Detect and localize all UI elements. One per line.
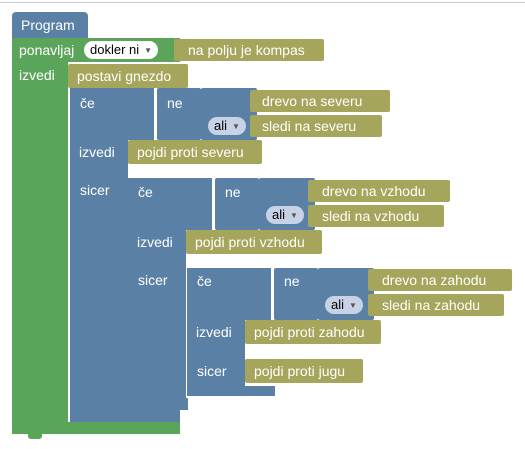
go-west-block[interactable]: pojdi proti zahodu	[245, 320, 381, 344]
chevron-down-icon: ▼	[232, 122, 240, 131]
or-west-value: ali	[331, 297, 345, 312]
if-east-bottom	[128, 398, 188, 410]
tree-east-text: drevo na vzhodu	[322, 183, 426, 199]
not-block-north[interactable]	[157, 88, 201, 140]
trail-west-text: sledi na zahodu	[382, 297, 481, 313]
if-block-east[interactable]	[128, 178, 212, 230]
program-block[interactable]: Program	[12, 12, 88, 38]
if-block-north[interactable]	[70, 88, 154, 140]
repeat-mode-dropdown[interactable]: dokler ni ▼	[84, 41, 159, 59]
trail-east-condition[interactable]: sledi na vzhodu	[308, 205, 444, 227]
if-east-else-label: sicer	[138, 272, 168, 288]
chevron-down-icon: ▼	[290, 211, 298, 220]
program-label: Program	[21, 17, 75, 33]
condition-has-compass[interactable]: na polju je kompas	[174, 39, 324, 61]
not-block-east[interactable]	[215, 178, 259, 230]
go-south-block[interactable]: pojdi proti jugu	[245, 359, 363, 383]
tree-north-text: drevo na severu	[262, 93, 363, 109]
set-nest-block[interactable]: postavi gnezdo	[68, 64, 188, 88]
or-north-value: ali	[214, 118, 228, 133]
if-west-bottom	[187, 386, 275, 396]
trail-north-condition[interactable]: sledi na severu	[250, 115, 382, 137]
if-north-if-label: če	[80, 95, 95, 111]
or-east-value: ali	[272, 207, 286, 222]
if-west-arm	[187, 320, 245, 386]
go-south-label: pojdi proti jugu	[254, 363, 346, 379]
if-north-do-label: izvedi	[79, 144, 115, 160]
not-west-label: ne	[284, 273, 300, 289]
not-east-label: ne	[225, 184, 241, 200]
not-north-label: ne	[167, 95, 183, 111]
if-east-do-label: izvedi	[137, 234, 173, 250]
go-north-label: pojdi proti severu	[137, 144, 244, 160]
not-block-west[interactable]	[274, 268, 318, 320]
if-block-west[interactable]	[187, 268, 271, 320]
repeat-label: ponavljaj	[19, 42, 75, 58]
set-nest-label: postavi gnezdo	[77, 68, 172, 84]
if-east-arm	[128, 230, 186, 398]
or-east-dropdown[interactable]: ali ▼	[266, 206, 304, 224]
trail-west-condition[interactable]: sledi na zahodu	[368, 294, 504, 316]
tree-west-condition[interactable]: drevo na zahodu	[368, 269, 512, 291]
go-west-label: pojdi proti zahodu	[254, 324, 365, 340]
if-north-arm	[70, 140, 128, 410]
loop-do-label: izvedi	[19, 67, 55, 83]
tree-west-text: drevo na zahodu	[382, 272, 487, 288]
if-west-else-label: sicer	[197, 363, 227, 379]
or-west-dropdown[interactable]: ali ▼	[325, 296, 363, 314]
tree-east-condition[interactable]: drevo na vzhodu	[308, 180, 450, 202]
go-east-block[interactable]: pojdi proti vzhodu	[186, 230, 322, 254]
if-east-if-label: če	[138, 184, 153, 200]
condition-text: na polju je kompas	[188, 42, 305, 58]
if-north-bottom	[70, 410, 180, 422]
or-north-dropdown[interactable]: ali ▼	[208, 117, 246, 135]
if-west-do-label: izvedi	[196, 324, 232, 340]
workspace-border	[0, 2, 525, 3]
chevron-down-icon: ▼	[349, 301, 357, 310]
trail-north-text: sledi na severu	[262, 118, 357, 134]
trail-east-text: sledi na vzhodu	[322, 208, 420, 224]
repeat-until-bottom-tab	[28, 434, 42, 439]
repeat-until-body-arm	[12, 62, 68, 422]
chevron-down-icon: ▼	[144, 46, 153, 55]
repeat-mode-value: dokler ni	[90, 42, 140, 57]
repeat-until-bottom	[12, 422, 180, 434]
go-east-label: pojdi proti vzhodu	[195, 234, 305, 250]
go-north-block[interactable]: pojdi proti severu	[128, 140, 262, 164]
tree-north-condition[interactable]: drevo na severu	[250, 90, 390, 112]
if-west-if-label: če	[197, 273, 212, 289]
if-north-else-label: sicer	[80, 182, 110, 198]
